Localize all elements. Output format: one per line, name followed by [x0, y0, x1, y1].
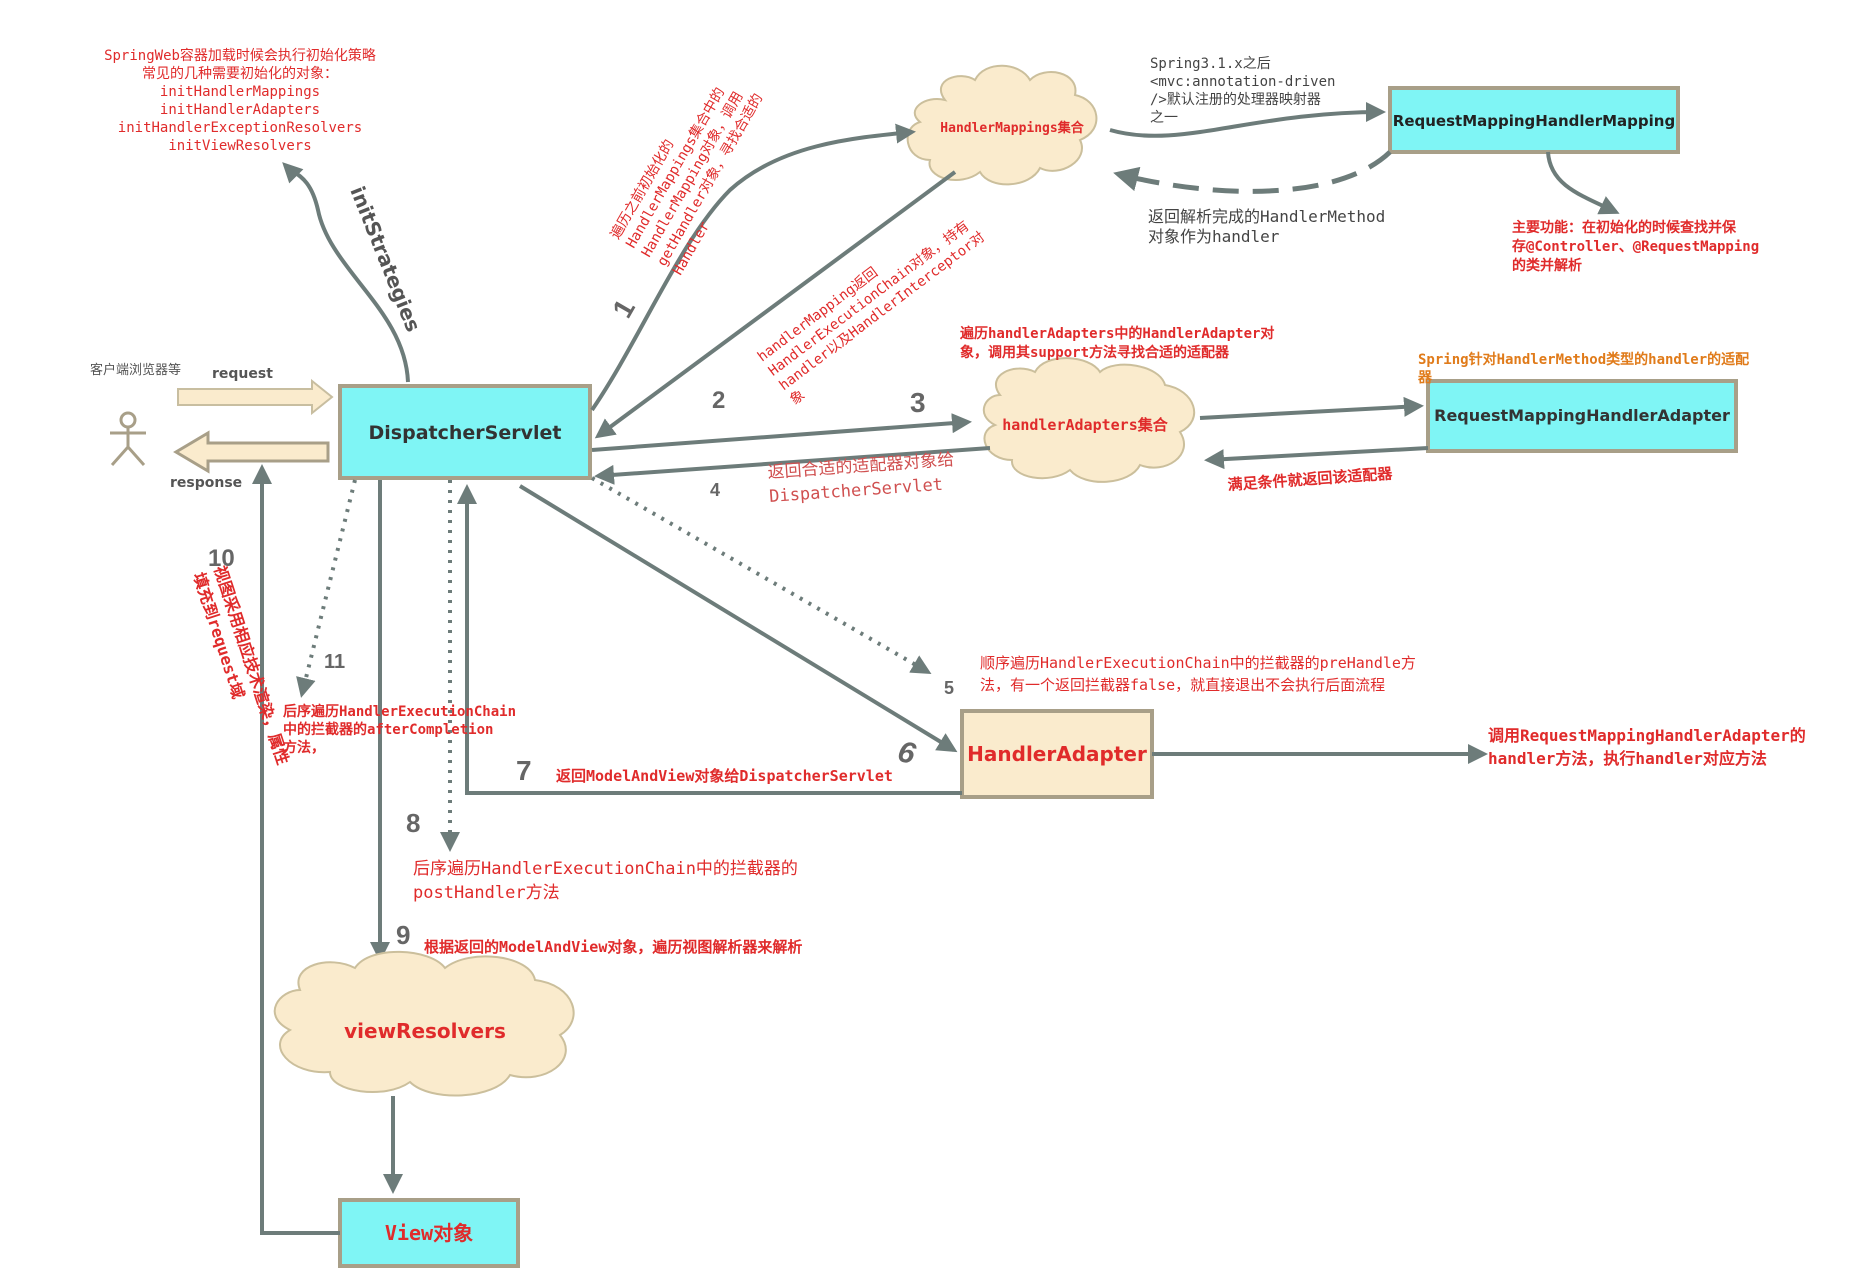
- step9-note: 根据返回的ModelAndView对象，遍历视图解析器来解析: [424, 938, 802, 956]
- spring31-note-line: 之一: [1150, 110, 1178, 126]
- step5-arrow: [590, 476, 932, 675]
- request-label: request: [212, 366, 273, 382]
- init-strategies-label: initStrategies: [345, 183, 425, 335]
- init-strategies-arrow: [282, 162, 410, 383]
- spring31-note-line: <mvc:annotation-driven: [1150, 74, 1335, 90]
- dispatcher-servlet-label: DispatcherServlet: [369, 422, 562, 444]
- step5-note: 顺序遍历HandlerExecutionChain中的拦截器的preHandle…: [980, 654, 1416, 694]
- step8-note-line: 后序遍历HandlerExecutionChain中的拦截器的: [413, 859, 798, 879]
- step2-note-line: HandlerExecutionChain对象，持有: [766, 218, 973, 379]
- handler-adapters-label: handlerAdapters集合: [1002, 416, 1168, 434]
- step6-arrow: [518, 484, 958, 753]
- satisfy-note: 满足条件就返回该适配器: [1227, 464, 1394, 494]
- handler-adapter-label: HandlerAdapter: [967, 742, 1147, 766]
- handler-adapters-cloud: [982, 357, 1196, 483]
- spring31-note-line: Spring3.1.x之后: [1150, 56, 1271, 72]
- step11-arrow: [296, 479, 357, 698]
- step2-arrow: [594, 170, 957, 439]
- request-mapping-handler-adapter-box: [1426, 379, 1738, 453]
- main-function-arrow: [1546, 151, 1620, 215]
- step-number-10: 10: [208, 545, 235, 572]
- step10-note: 视图采用相应技术渲染，属性 填充到request域: [189, 563, 292, 767]
- init-note-line: initHandlerMappings: [160, 84, 320, 100]
- step-number-1: 1: [606, 294, 641, 323]
- mapping-to-rmhm-arrow: [1109, 102, 1386, 138]
- return-handler-method-note: 返回解析完成的HandlerMethod 对象作为handler: [1148, 207, 1385, 246]
- step10-arrow: [252, 464, 340, 1235]
- step7-note: 返回ModelAndView对象给DispatcherServlet: [556, 767, 893, 785]
- step1-arrow: [590, 123, 916, 412]
- step5-note-line: 法，有一个返回拦截器false，就直接退出不会执行后面流程: [980, 676, 1385, 694]
- init-note-line: SpringWeb容器加载时候会执行初始化策略: [104, 47, 376, 64]
- spring-adapter-note: Spring针对HandlerMethod类型的handler的适配 器: [1417, 351, 1749, 386]
- main-function-note-line: 主要功能：在初始化的时候查找并保: [1512, 219, 1737, 236]
- step-number-11: 11: [324, 651, 345, 673]
- spring31-note: Spring3.1.x之后 <mvc:annotation-driven />默…: [1150, 56, 1335, 126]
- step11-note-line: 中的拦截器的afterCompletion: [283, 721, 493, 738]
- spring31-note-line: />默认注册的处理器映射器: [1150, 92, 1321, 108]
- main-function-note-line: 的类并解析: [1512, 257, 1582, 274]
- view-object-label: View对象: [385, 1221, 473, 1245]
- view-object-box: [338, 1198, 520, 1268]
- step3-note-line: 象，调用其support方法寻找合适的适配器: [960, 344, 1230, 361]
- step-number-9: 9: [396, 920, 410, 950]
- step-number-7: 7: [516, 755, 532, 786]
- spring-adapter-note-line: Spring针对HandlerMethod类型的handler的适配: [1418, 351, 1749, 368]
- step4-arrow: [594, 446, 991, 485]
- view-resolvers-cloud: [273, 950, 575, 1097]
- step3-note-line: 遍历handlerAdapters中的HandlerAdapter对: [959, 325, 1274, 342]
- invoke-note: 调用RequestMappingHandlerAdapter的 handler方…: [1488, 726, 1806, 768]
- main-function-note-line: 存@Controller、@RequestMapping: [1512, 238, 1759, 255]
- step-number-4: 4: [710, 480, 720, 500]
- step8-note-line: postHandler方法: [413, 883, 560, 903]
- client-actor-icon: [110, 411, 146, 466]
- step-number-5: 5: [944, 678, 954, 698]
- request-mapping-handler-mapping-label: RequestMappingHandlerMapping: [1393, 112, 1675, 130]
- adapters-to-rmha-arrow: [1199, 396, 1424, 420]
- invoke-note-line: 调用RequestMappingHandlerAdapter的: [1488, 726, 1806, 745]
- handler-mappings-label: HandlerMappings集合: [940, 120, 1084, 136]
- step11-note-line: 方法，: [283, 739, 325, 756]
- rmha-return-arrow: [1204, 446, 1429, 470]
- step-number-8: 8: [406, 808, 420, 838]
- step3-arrow: [591, 413, 972, 452]
- spring-adapter-note-line: 器: [1417, 370, 1433, 386]
- client-label: 客户端浏览器等: [90, 362, 181, 378]
- step-number-3: 3: [910, 387, 926, 418]
- dispatcher-servlet-box: [338, 384, 592, 480]
- return-handler-note-line: 对象作为handler: [1148, 227, 1280, 246]
- handler-adapter-box: [960, 709, 1154, 799]
- invoke-note-line: handler方法，执行handler对应方法: [1488, 749, 1767, 768]
- init-note-line: initViewResolvers: [168, 138, 311, 154]
- response-arrow: [173, 430, 330, 474]
- request-mapping-handler-adapter-label: RequestMappingHandlerAdapter: [1434, 406, 1730, 425]
- step7-arrow: [457, 484, 962, 795]
- request-arrow: [177, 378, 334, 416]
- init-note-line: initHandlerExceptionResolvers: [118, 120, 362, 136]
- handler-method-return-arrow: [1113, 150, 1392, 194]
- step-number-6: 6: [894, 735, 919, 771]
- response-label: response: [170, 475, 242, 491]
- step5-note-line: 顺序遍历HandlerExecutionChain中的拦截器的preHandle…: [980, 654, 1416, 672]
- init-strategy-note: SpringWeb容器加载时候会执行初始化策略 常见的几种需要初始化的对象： i…: [104, 47, 376, 154]
- step4-note: 返回合适的适配器对象给 DispatcherServlet: [767, 450, 955, 507]
- handler-mappings-cloud: [906, 64, 1098, 186]
- init-note-line: 常见的几种需要初始化的对象：: [142, 65, 338, 82]
- init-note-line: initHandlerAdapters: [160, 102, 320, 118]
- step3-note: 遍历handlerAdapters中的HandlerAdapter对 象，调用其…: [959, 325, 1274, 361]
- request-mapping-handler-mapping-box: [1388, 86, 1680, 154]
- step8-note: 后序遍历HandlerExecutionChain中的拦截器的 postHand…: [413, 859, 798, 903]
- main-function-note: 主要功能：在初始化的时候查找并保 存@Controller、@RequestMa…: [1512, 219, 1759, 274]
- step11-note-line: 后序遍历HandlerExecutionChain: [283, 703, 516, 720]
- step11-note: 后序遍历HandlerExecutionChain 中的拦截器的afterCom…: [283, 703, 516, 756]
- step-number-2: 2: [712, 387, 725, 414]
- view-resolvers-label: viewResolvers: [344, 1019, 506, 1043]
- return-handler-note-line: 返回解析完成的HandlerMethod: [1148, 207, 1385, 226]
